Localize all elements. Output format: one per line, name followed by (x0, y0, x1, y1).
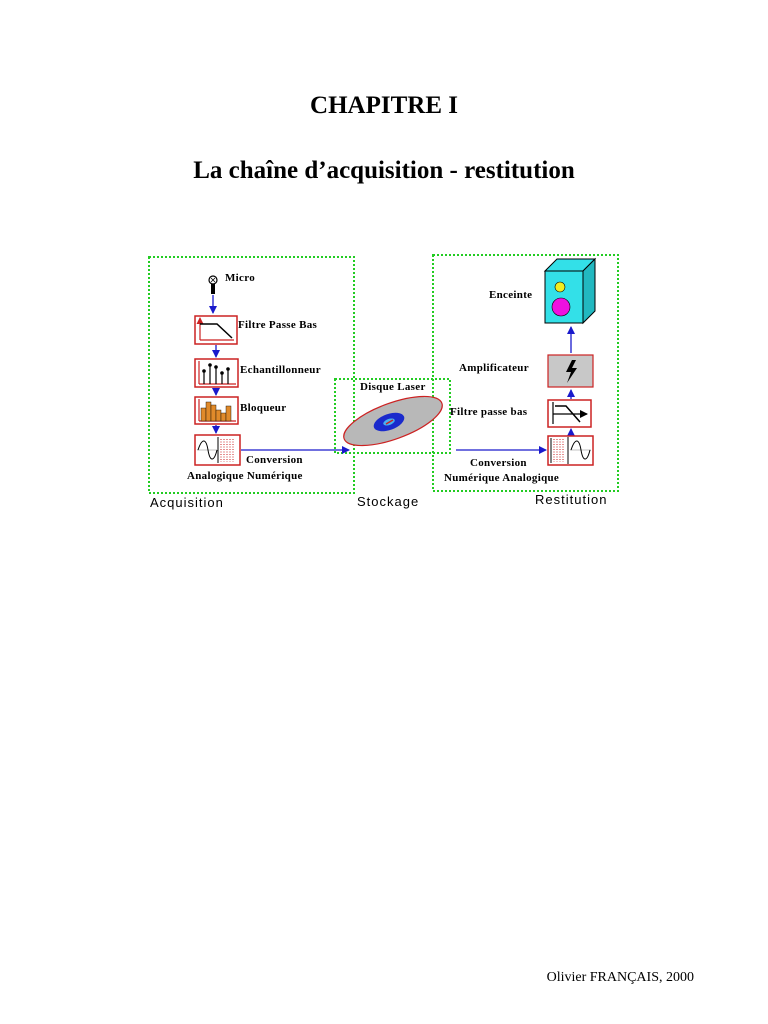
restitution-frame (432, 254, 619, 492)
dac-converter-icon (547, 435, 594, 466)
restitution-lowpass-filter-icon (547, 399, 592, 428)
label-filtre-passe-bas-restitution: Filtre passe bas (450, 406, 528, 418)
label-conversion-cna-2: Numérique Analogique (444, 472, 559, 484)
speaker-icon (543, 257, 597, 325)
section-label-acquisition: Acquisition (150, 495, 224, 510)
adc-converter-icon (194, 434, 241, 466)
label-conversion-can-2: Analogique Numérique (187, 470, 303, 482)
sampler-icon (194, 358, 239, 388)
label-enceinte: Enceinte (489, 289, 532, 301)
acquisition-frame (148, 256, 355, 494)
laser-disk-icon (343, 395, 443, 447)
label-conversion-cna-1: Conversion (470, 457, 527, 469)
chapter-heading: CHAPITRE I (310, 92, 458, 119)
label-bloqueur: Bloqueur (240, 402, 286, 414)
label-micro: Micro (225, 272, 255, 284)
stockage-frame (334, 378, 451, 454)
label-amplificateur: Amplificateur (459, 362, 529, 374)
lowpass-filter-icon (194, 315, 238, 345)
micro-icon (208, 275, 218, 294)
label-echantillonneur: Echantillonneur (240, 364, 321, 376)
label-disque-laser: Disque Laser (360, 381, 426, 393)
section-label-restitution: Restitution (535, 492, 607, 507)
section-label-stockage: Stockage (357, 494, 419, 509)
page-title: La chaîne d’acquisition - restitution (193, 157, 575, 184)
label-conversion-can-1: Conversion (246, 454, 303, 466)
author-footer: Olivier FRANÇAIS, 2000 (546, 970, 694, 985)
label-filtre-passe-bas: Filtre Passe Bas (238, 319, 318, 331)
amplifier-icon (547, 354, 594, 388)
hold-icon (194, 396, 239, 425)
